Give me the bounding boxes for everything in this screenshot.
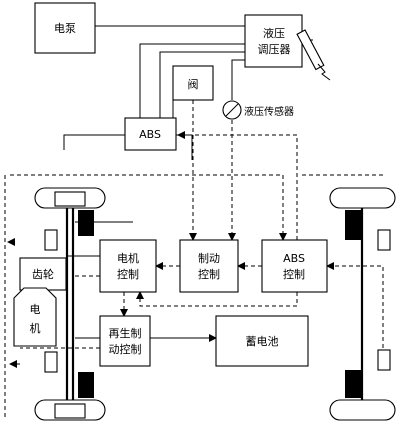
rear-right-sensor [377, 349, 391, 371]
hydraulic-regulator-label-2: 调压器 [258, 43, 291, 56]
abs-control-box [261, 239, 328, 293]
regen-control-label-2: 动控制 [109, 342, 142, 356]
rear-right-wheel [329, 399, 396, 421]
rear-left-sensor [44, 351, 58, 373]
wheel-sensor-dash-top [10, 174, 287, 241]
motor-control-box [99, 239, 157, 293]
brake-pedal-icon [296, 29, 331, 81]
motor-box [13, 287, 57, 347]
motor-control-label-1: 电机 [117, 251, 139, 265]
rear-left-caliper [78, 372, 94, 398]
front-left-hub [54, 191, 86, 207]
front-left-sensor [44, 229, 58, 251]
abs-to-front-line [63, 134, 125, 150]
rear-left-hub [54, 403, 86, 419]
hydraulic-regulator-box [244, 14, 303, 68]
electric-pump-box [34, 2, 96, 54]
battery-box [215, 315, 309, 367]
pressure-sensor-label: 液压传感器 [244, 105, 294, 118]
regulator-to-valve-line [159, 51, 245, 118]
front-right-wheel [329, 187, 396, 209]
regulator-to-abs-line [139, 43, 245, 118]
brake-control-label-2: 控制 [198, 267, 220, 281]
motor-label-2: 机 [30, 321, 41, 335]
abs-control-label-2: 控制 [283, 267, 305, 281]
abs-label: ABS [139, 128, 161, 141]
regen-control-label-1: 再生制 [109, 326, 142, 340]
valve-label: 阀 [188, 77, 199, 91]
electric-pump-label: 电泵 [54, 22, 76, 35]
abs-to-front-line-2 [176, 134, 193, 160]
motor-label-1: 电 [30, 303, 41, 316]
regulator-to-sensor-line [231, 59, 245, 100]
hydraulic-regulator-label-1: 液压 [263, 26, 285, 40]
front-right-caliper [345, 210, 361, 240]
battery-label: 蓄电池 [246, 335, 279, 348]
abs-box [124, 117, 177, 151]
motor-control-label-2: 控制 [117, 267, 139, 281]
valve-box [172, 65, 214, 101]
abs-control-label-1: ABS [283, 252, 305, 265]
right-sensor-dash [326, 262, 384, 355]
front-right-sensor [377, 229, 391, 251]
brake-control-label-1: 制动 [198, 252, 220, 265]
abs-to-motor-dash [136, 291, 298, 307]
brake-control-box [179, 239, 239, 293]
gear-label: 齿轮 [32, 267, 54, 281]
regen-control-box [99, 315, 151, 367]
rear-right-caliper [345, 370, 361, 398]
abs-ctrl-to-abs-dash [177, 131, 298, 240]
front-left-caliper [78, 210, 94, 236]
gear-box [19, 257, 67, 291]
